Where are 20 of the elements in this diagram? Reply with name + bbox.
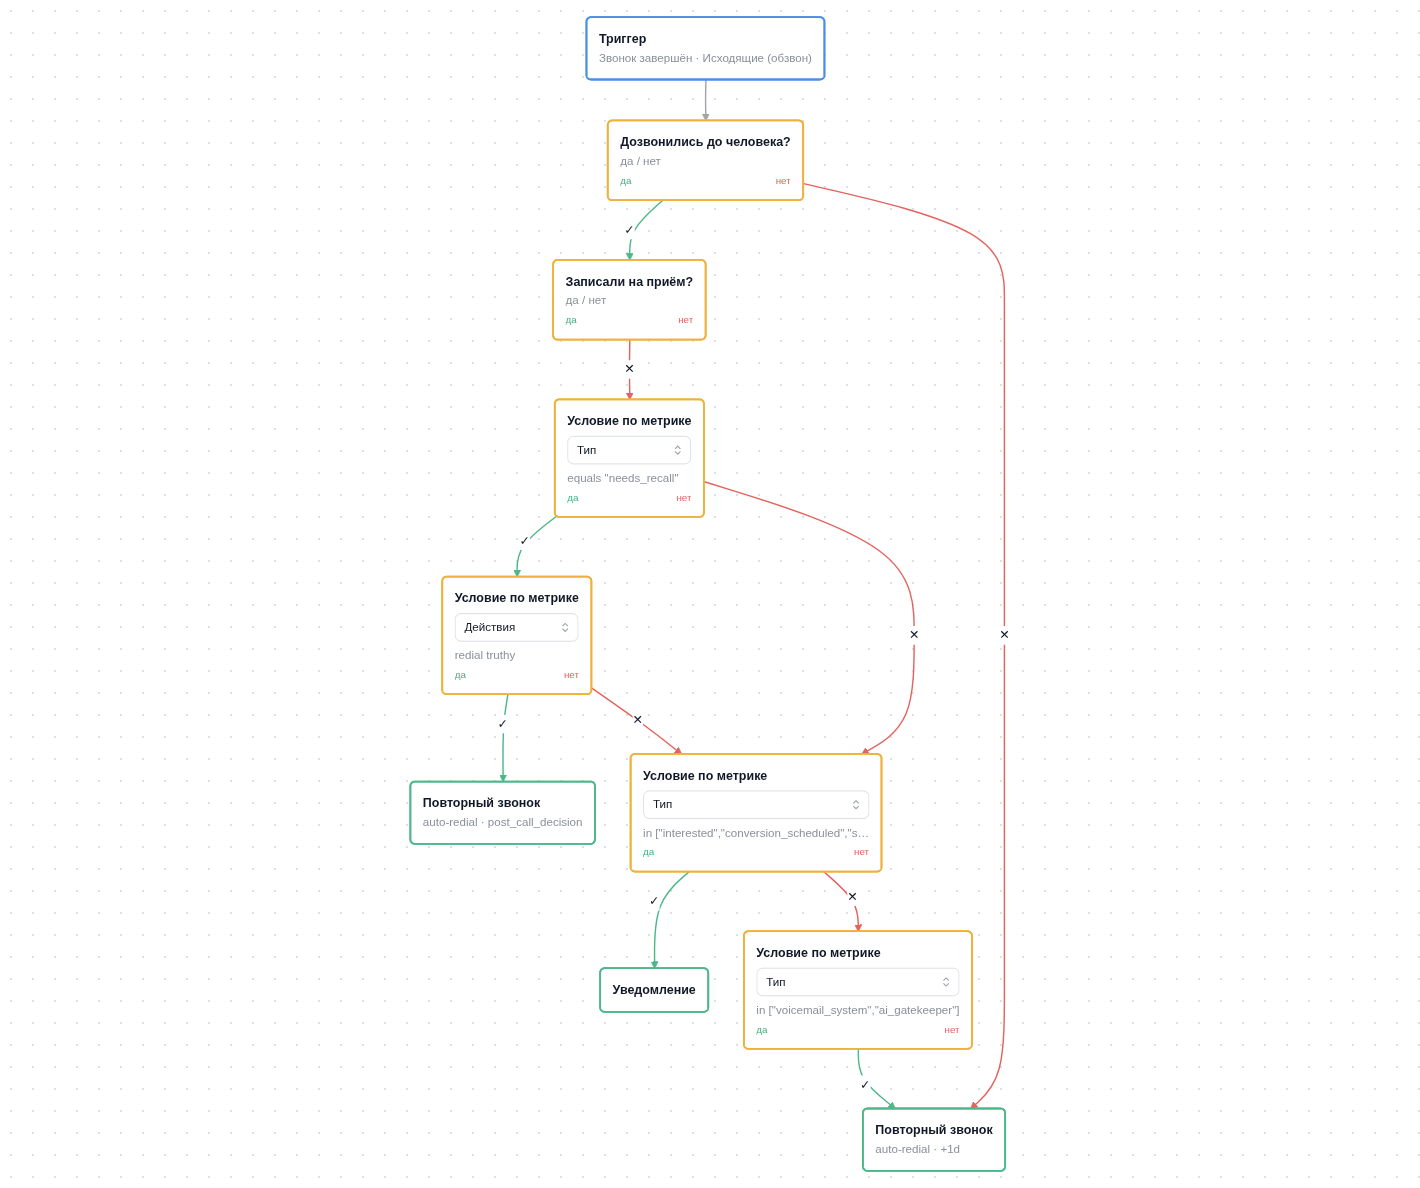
arrow: [823, 871, 863, 932]
arrow: [703, 481, 915, 755]
edge-label: ✕: [632, 712, 643, 727]
edge-label: ✕: [908, 627, 920, 643]
edge-label: ✓: [624, 222, 635, 237]
arrow: [625, 339, 634, 401]
arrow: [625, 199, 664, 261]
arrow: [513, 515, 558, 578]
arrow: [499, 693, 509, 783]
arrow: [701, 79, 710, 122]
edge-label: ✓: [519, 533, 530, 548]
edge-label: ✕: [999, 627, 1010, 643]
edge-label: ✓: [860, 1077, 871, 1092]
edge-label: ✓: [497, 716, 508, 731]
arrow: [650, 871, 690, 969]
arrow: [591, 687, 683, 755]
edge-label: ✓: [648, 893, 660, 909]
edge-label: ✕: [624, 361, 635, 377]
edge-label: ✕: [847, 889, 858, 904]
arrow: [857, 1048, 896, 1110]
